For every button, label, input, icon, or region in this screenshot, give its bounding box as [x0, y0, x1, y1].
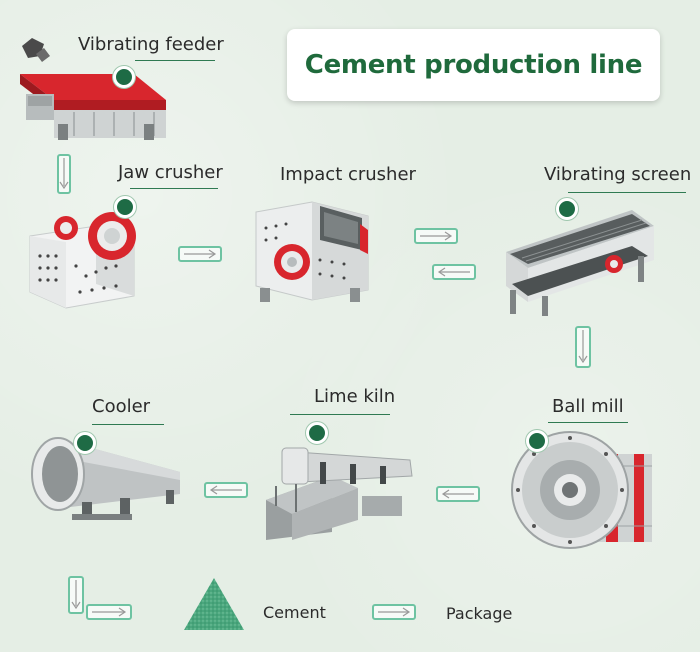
cement-label: Cement — [263, 603, 326, 622]
page-title: Cement production line — [304, 50, 643, 80]
vibrating-screen-machine — [506, 210, 654, 316]
arrow-down-icon — [57, 154, 71, 194]
vibrating-screen-dot — [556, 198, 578, 220]
arrow-right-icon — [372, 604, 416, 620]
arrow-left-icon — [204, 482, 248, 498]
arrow-right-icon — [86, 604, 132, 620]
arrow-right-icon — [414, 228, 458, 244]
vibrating-feeder-dot — [113, 66, 135, 88]
arrow-left-icon — [432, 264, 476, 280]
cooler-label: Cooler — [92, 396, 151, 417]
ball-mill-machine — [511, 431, 652, 549]
package-label: Package — [446, 604, 513, 623]
lime-kiln-machine — [266, 447, 413, 540]
arrow-down-icon — [575, 326, 591, 368]
ball-mill-label: Ball mill — [552, 396, 624, 417]
jaw-crusher-dot — [114, 196, 136, 218]
arrow-right-icon — [178, 246, 222, 262]
lime-kiln-dot — [306, 422, 328, 444]
jaw-crusher-leader — [130, 188, 218, 189]
vibrating-feeder-leader — [135, 60, 215, 61]
vibrating-screen-leader — [568, 192, 686, 193]
ball-mill-dot — [526, 430, 548, 452]
jaw-crusher-machine — [29, 212, 136, 309]
cooler-dot — [74, 432, 96, 454]
arrow-left-icon — [436, 486, 480, 502]
ball-mill-leader — [548, 422, 628, 423]
impact-crusher-machine — [255, 201, 369, 302]
jaw-crusher-label: Jaw crusher — [118, 162, 223, 183]
impact-crusher-label: Impact crusher — [280, 164, 416, 185]
vibrating-feeder-label: Vibrating feeder — [78, 34, 224, 55]
title-card: Cement production line — [287, 29, 660, 101]
arrow-down-icon — [68, 576, 84, 614]
lime-kiln-label: Lime kiln — [314, 386, 396, 407]
lime-kiln-leader — [290, 414, 390, 415]
cooler-machine — [31, 437, 180, 520]
cooler-leader — [92, 424, 164, 425]
cement-pile-icon — [184, 578, 244, 630]
vibrating-screen-label: Vibrating screen — [544, 164, 692, 185]
